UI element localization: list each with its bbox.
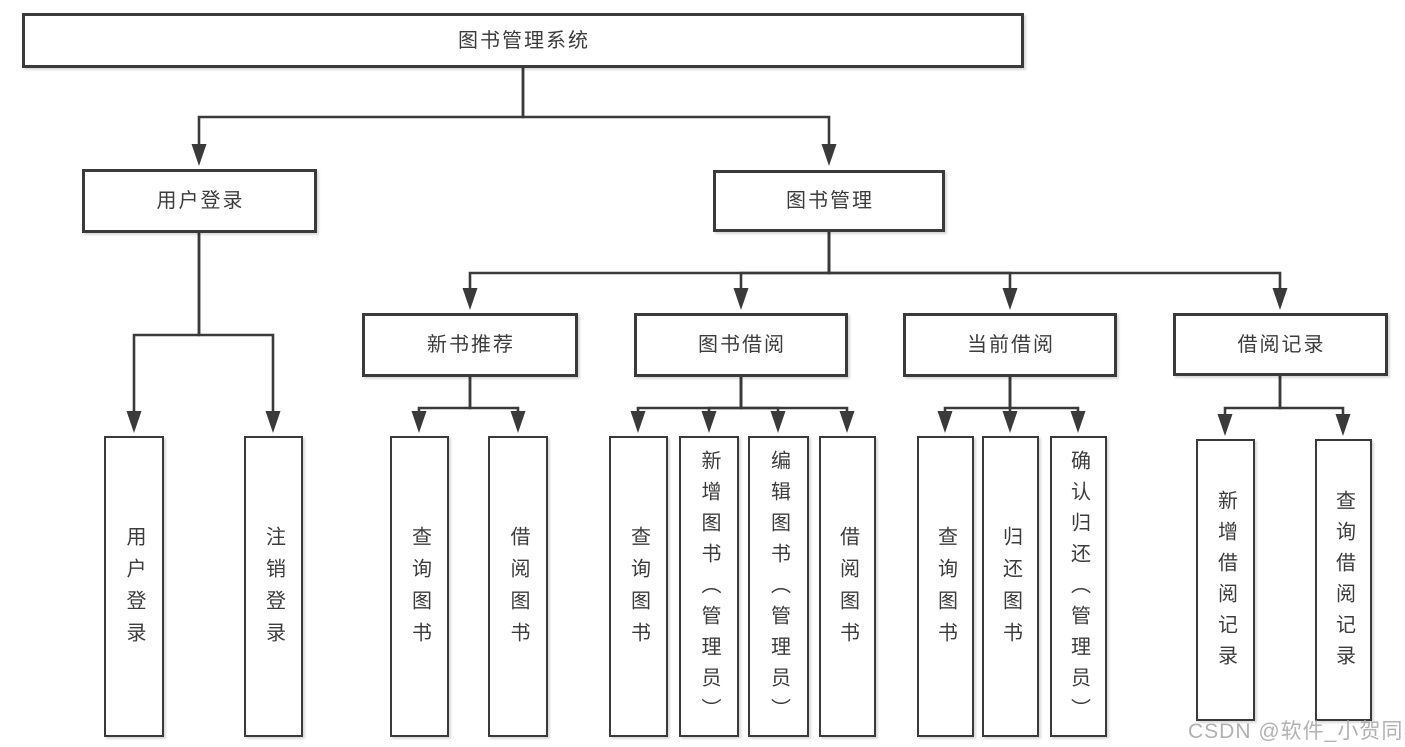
arrowhead-icon — [1217, 414, 1233, 436]
connector-line — [1008, 375, 1080, 417]
arrowhead-icon — [937, 411, 953, 433]
arrowhead-icon — [1272, 288, 1288, 310]
arrowhead-icon — [462, 288, 478, 310]
node-system-root: 图书管理系统 — [22, 13, 1024, 68]
arrowhead-icon — [1002, 411, 1018, 433]
node-label-leaf-query-book-3: 查询图书 — [934, 525, 957, 654]
arrowhead-icon — [733, 288, 749, 310]
node-leaf-user-login: 用户登录 — [104, 436, 164, 737]
connector-line — [827, 230, 1282, 294]
node-current-borrowing: 当前借阅 — [903, 313, 1117, 377]
node-label-leaf-borrow-book-2: 借阅图书 — [836, 525, 859, 654]
arrowhead-icon — [265, 411, 281, 433]
node-leaf-query-book-2: 查询图书 — [609, 436, 668, 737]
node-label-leaf-add-book: 新增图书（管理员） — [698, 450, 720, 729]
node-label-leaf-logout: 注销登录 — [262, 525, 285, 654]
connector-line — [417, 375, 472, 417]
node-leaf-query-book-3: 查询图书 — [917, 436, 974, 737]
node-new-book-recommend: 新书推荐 — [362, 313, 578, 377]
node-label-leaf-borrow-book-1: 借阅图书 — [507, 525, 529, 654]
connector-line — [943, 375, 1012, 417]
node-leaf-query-record: 查询借阅记录 — [1315, 439, 1372, 721]
node-leaf-edit-book: 编辑图书（管理员） — [748, 436, 809, 737]
arrowhead-icon — [770, 411, 786, 433]
arrowhead-icon — [191, 144, 207, 166]
arrowhead-icon — [839, 411, 855, 433]
node-label-user-login: 用户登录 — [156, 190, 245, 212]
connector-line — [521, 66, 831, 150]
node-borrowing-records: 借阅记录 — [1173, 313, 1388, 376]
node-leaf-return-book: 归还图书 — [982, 436, 1039, 737]
connector-line — [827, 230, 1012, 294]
node-leaf-logout: 注销登录 — [244, 436, 303, 737]
arrowhead-icon — [510, 411, 526, 433]
connector-line — [739, 375, 849, 417]
connector-line — [1223, 374, 1282, 420]
node-label-system-root: 图书管理系统 — [458, 29, 590, 52]
node-leaf-add-book: 新增图书（管理员） — [679, 436, 739, 737]
node-leaf-borrow-book-1: 借阅图书 — [488, 436, 548, 737]
node-label-leaf-user-login: 用户登录 — [123, 525, 145, 654]
node-label-leaf-query-book-2: 查询图书 — [627, 525, 650, 654]
node-label-leaf-return-book: 归还图书 — [999, 525, 1022, 654]
node-label-borrowing-records: 借阅记录 — [1237, 333, 1326, 356]
arrowhead-icon — [1002, 288, 1018, 310]
arrowhead-icon — [411, 411, 427, 433]
node-leaf-confirm-return: 确认归还（管理员） — [1050, 436, 1107, 737]
connector-line — [197, 66, 525, 150]
node-label-book-borrowing: 图书借阅 — [698, 334, 786, 356]
node-book-borrowing: 图书借阅 — [634, 313, 848, 377]
node-label-leaf-query-book-1: 查询图书 — [408, 525, 431, 654]
node-label-book-management: 图书管理 — [786, 190, 874, 212]
node-user-login: 用户登录 — [82, 169, 317, 233]
node-leaf-query-book-1: 查询图书 — [390, 436, 449, 737]
arrowhead-icon — [1070, 411, 1086, 433]
node-leaf-add-record: 新增借阅记录 — [1196, 439, 1255, 721]
arrowhead-icon — [1335, 414, 1351, 436]
node-label-current-borrowing: 当前借阅 — [967, 334, 1055, 356]
connector-line — [707, 375, 743, 417]
connector-line — [132, 231, 201, 417]
node-label-new-book-recommend: 新书推荐 — [427, 334, 515, 356]
node-label-leaf-add-record: 新增借阅记录 — [1214, 490, 1237, 676]
connector-line — [1278, 374, 1345, 420]
arrowhead-icon — [701, 411, 717, 433]
node-label-leaf-query-record: 查询借阅记录 — [1332, 490, 1355, 676]
watermark-text: CSDN @软件_小贺同学 — [1188, 720, 1405, 743]
node-leaf-borrow-book-2: 借阅图书 — [819, 436, 876, 737]
connector-line — [468, 230, 831, 294]
arrowhead-icon — [821, 144, 837, 166]
connector-line — [197, 231, 275, 417]
node-label-leaf-edit-book: 编辑图书（管理员） — [767, 450, 790, 729]
arrowhead-icon — [630, 411, 646, 433]
connector-line — [468, 375, 520, 417]
node-book-management: 图书管理 — [713, 170, 945, 232]
node-label-leaf-confirm-return: 确认归还（管理员） — [1067, 450, 1090, 729]
arrowhead-icon — [126, 411, 142, 433]
connector-line — [739, 230, 831, 294]
